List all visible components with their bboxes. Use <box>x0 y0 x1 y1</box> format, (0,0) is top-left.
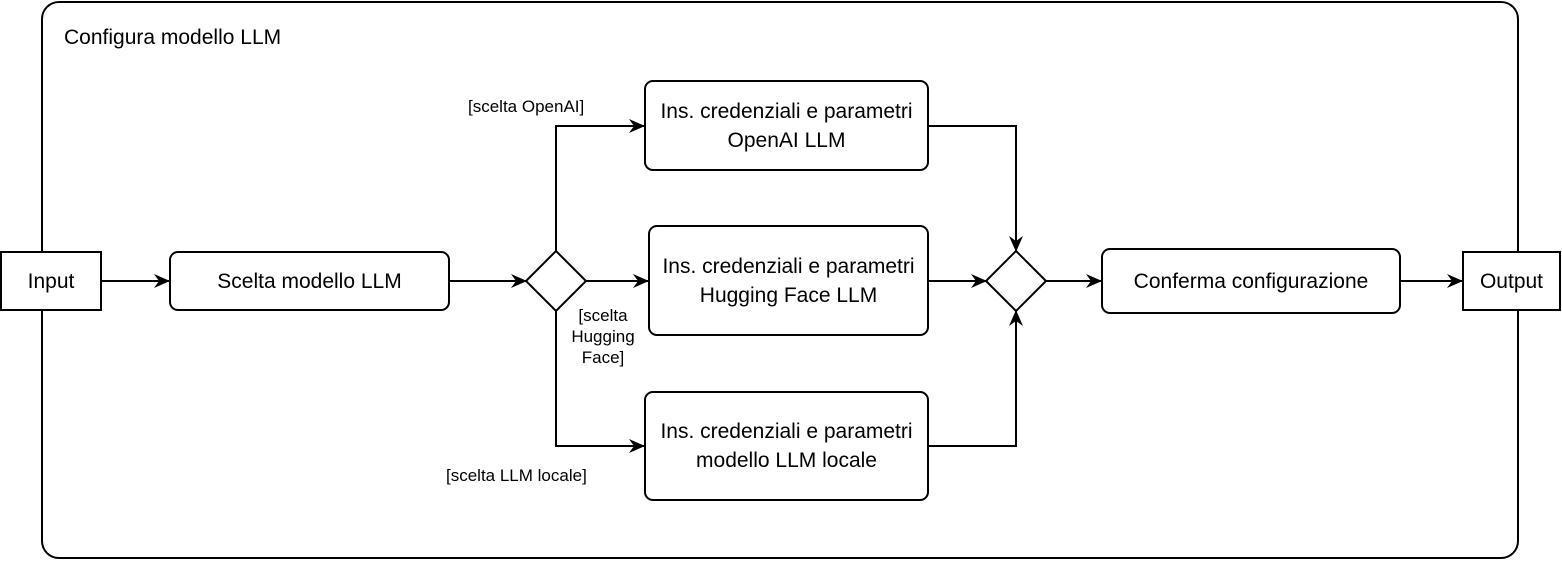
action-huggingface: Ins. credenziali e parametri Hugging Fac… <box>648 225 929 336</box>
merge-node <box>984 249 1048 313</box>
scelta-modello-label: Scelta modello LLM <box>217 269 402 293</box>
decision-node <box>524 249 588 313</box>
input-pin: Input <box>0 251 102 311</box>
conferma-label: Conferma configurazione <box>1133 269 1369 293</box>
output-pin: Output <box>1462 251 1561 311</box>
output-label: Output <box>1479 269 1544 293</box>
action-scelta-modello: Scelta modello LLM <box>169 251 450 311</box>
action-locale: Ins. credenziali e parametri modello LLM… <box>644 391 929 501</box>
arrow-decision-to-openai <box>555 119 645 251</box>
locale-label: Ins. credenziali e parametri modello LLM… <box>660 420 913 472</box>
arrow-openai-to-merge <box>928 125 1023 252</box>
openai-label: Ins. credenziali e parametri OpenAI LLM <box>660 99 913 152</box>
guard-huggingface: [scelta Hugging Face] <box>571 306 635 367</box>
guard-openai: [scelta OpenAI] <box>468 97 585 116</box>
guard-locale: [scelta LLM locale] <box>446 466 587 485</box>
action-conferma: Conferma configurazione <box>1101 248 1401 314</box>
huggingface-label: Ins. credenziali e parametri Hugging Fac… <box>662 254 915 307</box>
action-openai: Ins. credenziali e parametri OpenAI LLM <box>644 80 929 171</box>
arrow-decision-to-locale <box>555 311 645 453</box>
input-label: Input <box>27 269 75 293</box>
frame-title: Configura modello LLM <box>64 26 282 49</box>
arrow-locale-to-merge <box>928 310 1023 447</box>
